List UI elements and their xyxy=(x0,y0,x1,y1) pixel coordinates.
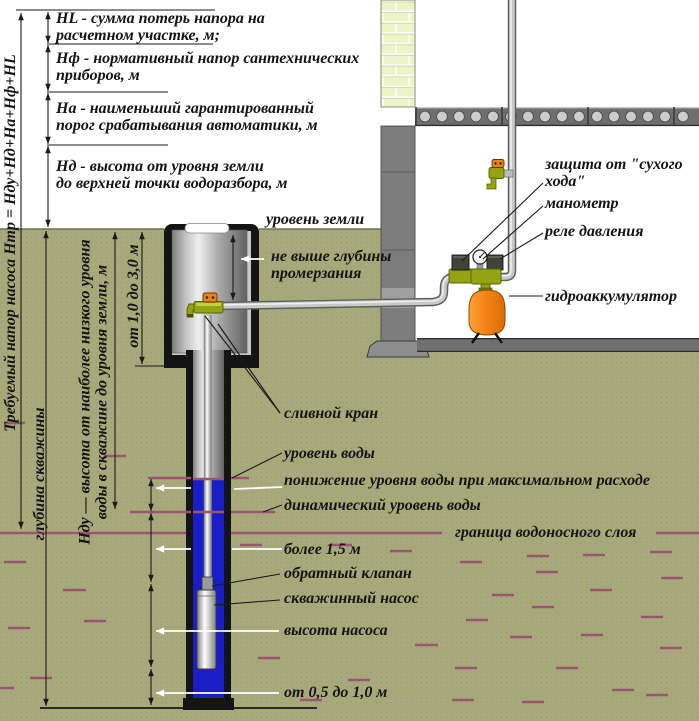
white-leaders xyxy=(156,255,283,697)
well-bottom-cap xyxy=(183,698,234,710)
accumulator-label: гидроаккумулятор xyxy=(545,288,677,305)
definition-na: На - наименьший гарантированный порог ср… xyxy=(56,100,318,134)
water-level-label: уровень воды xyxy=(284,445,375,462)
definition-nf: Нф - нормативный напор сантехнических пр… xyxy=(56,50,360,84)
caisson-depth-label: от 1,0 до 3,0 м xyxy=(125,244,142,348)
pump-height-label: высота насоса xyxy=(284,622,388,639)
brick-wall xyxy=(380,0,416,108)
valve-handle xyxy=(202,292,218,303)
leader-lines xyxy=(204,182,544,606)
faucet-spout xyxy=(486,177,497,190)
pressure-switch-label: реле давления xyxy=(545,223,644,240)
riser-pipe xyxy=(203,314,212,584)
faucet-handle xyxy=(491,159,505,168)
drain-valve-label: сливной кран xyxy=(284,405,379,422)
drawdown-label: понижение уровня воды при максимальном р… xyxy=(284,472,650,489)
supply-pipe xyxy=(217,0,517,311)
aquifer-dashes xyxy=(0,421,683,704)
hydro-accumulator-tank xyxy=(468,289,506,336)
ndu-definition-label: Нду — высота от наиболее низкого уровня … xyxy=(76,239,111,545)
manometer-label: манометр xyxy=(545,195,619,212)
faucet-body xyxy=(488,167,505,179)
check-valve xyxy=(201,576,214,591)
dimension-lines xyxy=(16,9,236,706)
pump-station xyxy=(448,249,506,344)
dry-run-protection-label: защита от "сухого хода" xyxy=(545,156,683,190)
aquifer-boundary-label: граница водоносного слоя xyxy=(455,524,637,541)
fitting xyxy=(448,268,474,284)
floor-slab xyxy=(415,106,699,127)
casing-cap xyxy=(184,223,230,234)
check-valve-label: обратный клапан xyxy=(284,565,412,582)
pump-label: скважинный насос xyxy=(284,590,419,607)
required-head-formula: Требуемый напор насоса Нтр = Нду+Нд+На+Н… xyxy=(2,54,19,432)
frost-depth-label: не выше глубины промерзания xyxy=(271,248,392,282)
water-level-lines xyxy=(0,476,699,535)
dynamic-level-label: динамический уровень воды xyxy=(284,497,481,514)
well xyxy=(183,314,234,710)
tank-legs xyxy=(471,332,503,344)
definition-nd: Нд - высота от уровня земли до верхней т… xyxy=(56,158,288,192)
ground-level-label: уровень земли xyxy=(266,211,365,228)
min-distance-label: более 1,5 м xyxy=(284,541,361,558)
borehole-pump xyxy=(196,589,217,670)
basement-floor xyxy=(417,338,699,352)
foundation-wall xyxy=(380,125,416,342)
tee-fitting xyxy=(470,268,502,285)
house xyxy=(366,0,699,358)
definition-hl: HL - сумма потерь напора на расчетном уч… xyxy=(56,10,265,44)
indoor-faucet xyxy=(486,159,514,190)
drain-valve xyxy=(186,292,224,318)
well-depth-label: глубина скважины xyxy=(31,407,48,541)
bottom-clearance-label: от 0,5 до 1,0 м xyxy=(284,684,388,701)
